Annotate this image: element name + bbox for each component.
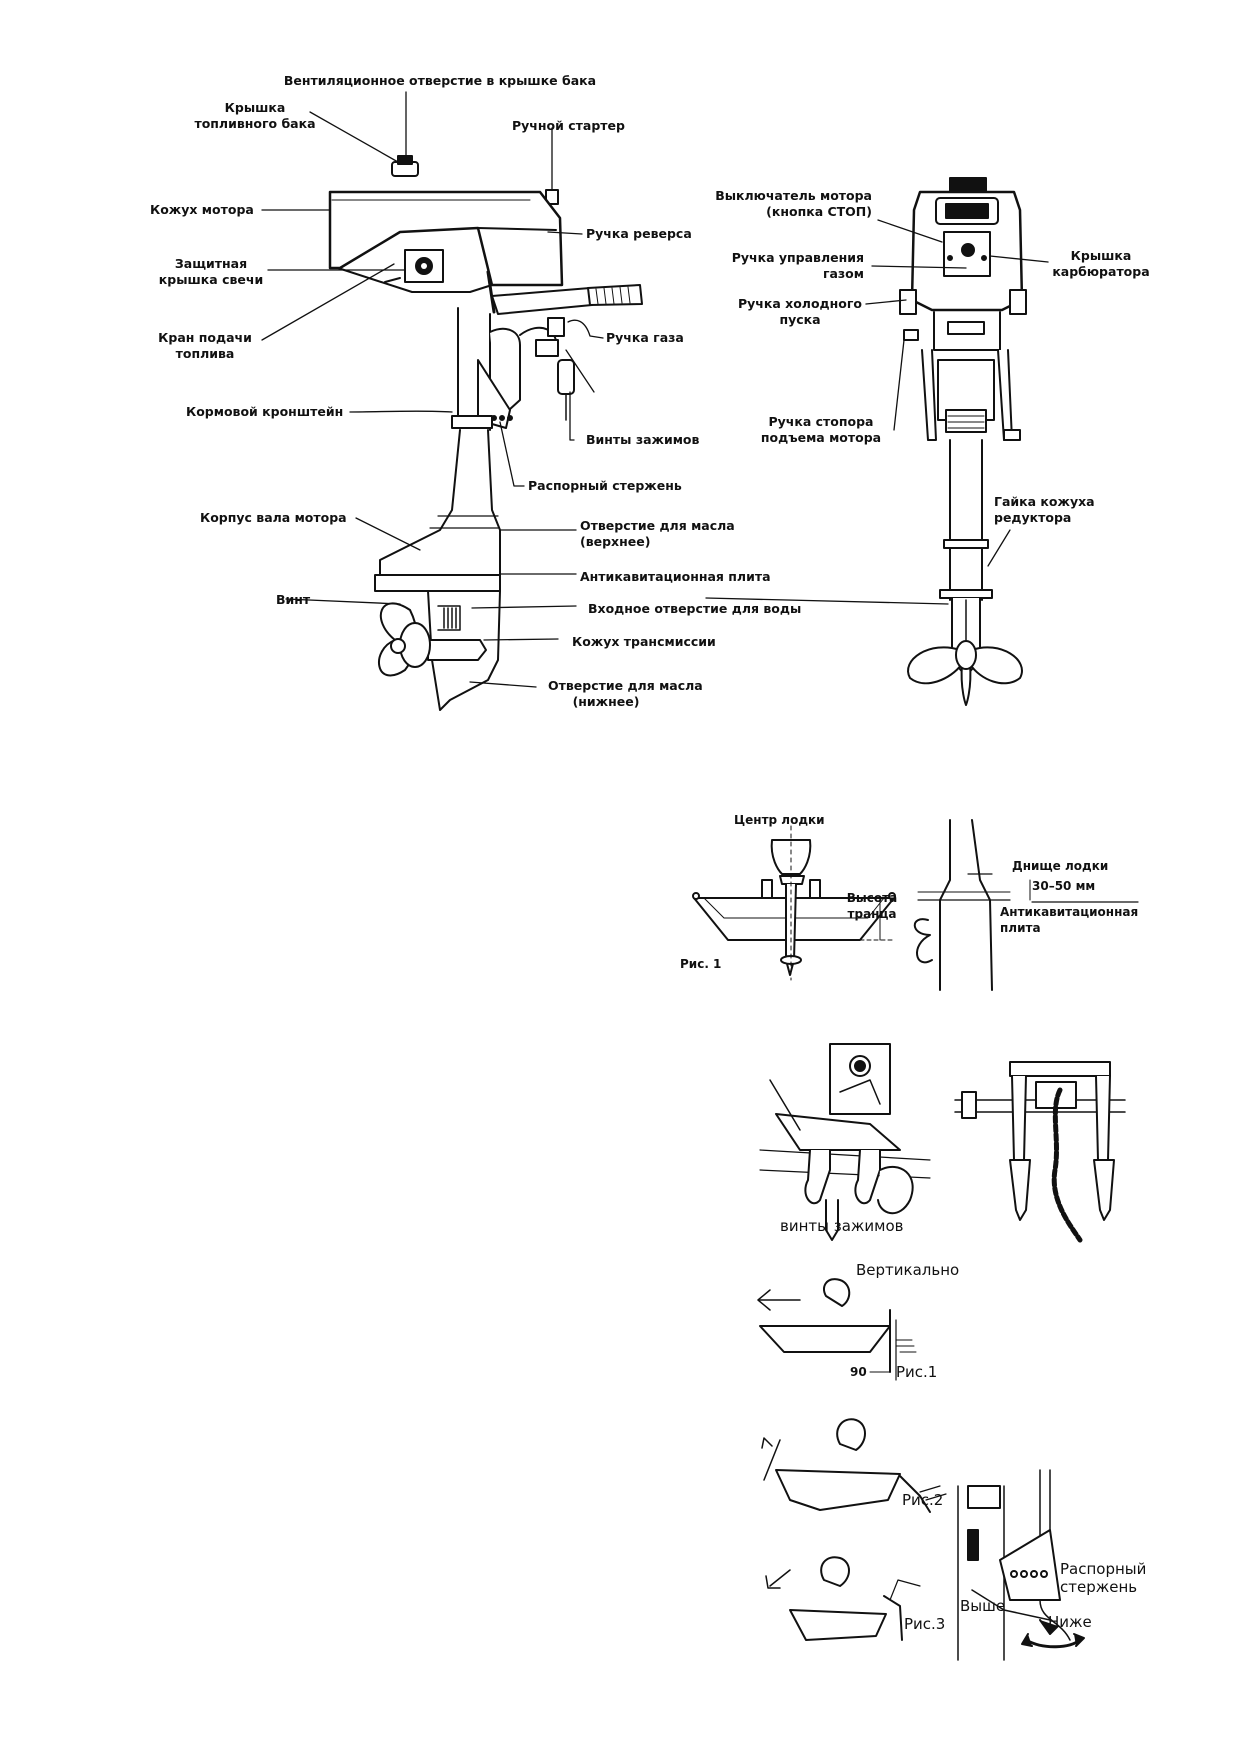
clamp-figure-caption: винты зажимов [780, 1217, 904, 1235]
label-line: Крышка [224, 100, 286, 115]
motor-front-view [899, 177, 1027, 706]
label-choke: Ручка холодного пуска [730, 296, 870, 328]
label-shaft-housing: Корпус вала мотора [200, 510, 347, 525]
label-thrust-rod: Распорный стержень [528, 478, 682, 493]
tilt-fig2-caption: Рис.2 [902, 1491, 944, 1509]
label-line: Антикавитационная [1000, 905, 1139, 919]
label-angle: 90 [850, 1365, 867, 1379]
label-line: Кран подачи [158, 330, 252, 345]
label-boat-center: Центр лодки [734, 813, 825, 827]
label-line: Защитная [174, 256, 248, 271]
tilt-fig3-caption: Рис.3 [904, 1615, 946, 1633]
label-line: стержень [1060, 1578, 1138, 1596]
label-line: топлива [175, 346, 235, 361]
label-line: Высота [846, 891, 898, 905]
label-line: транца [847, 907, 897, 921]
label-line: плита [1000, 921, 1041, 935]
label-reverse-handle: Ручка реверса [586, 226, 692, 241]
label-stop-switch: Выключатель мотора (кнопка СТОП) [702, 188, 872, 220]
label-tilt-thrust-rod: Распорный стержень [1060, 1560, 1146, 1596]
label-manual-starter: Ручной стартер [512, 118, 625, 133]
label-fuel-cap: Крышка топливного бака [190, 100, 320, 132]
label-water-intake: Входное отверстие для воды [588, 601, 802, 616]
label-throttle-grip: Ручка газа [606, 330, 684, 345]
label-clamp-screws: Винты зажимов [586, 432, 700, 447]
label-line: пуска [779, 312, 821, 327]
label-line: Отверстие для масла [548, 678, 703, 693]
label-line: Ручка холодного [738, 296, 862, 311]
label-line: Отверстие для масла [580, 518, 735, 533]
fig1-caption: Рис. 1 [680, 957, 722, 971]
label-engine-cover: Кожух мотора [150, 202, 254, 217]
tilt-fig1-caption: Рис.1 [896, 1363, 938, 1381]
label-stern-bracket: Кормовой кронштейн [186, 404, 344, 419]
label-boat-bottom: Днище лодки [1012, 859, 1109, 873]
label-line: (верхнее) [580, 534, 651, 549]
label-line: топливного бака [194, 116, 316, 131]
label-line: газом [822, 266, 864, 281]
label-gear-nut: Гайка кожуха редуктора [994, 494, 1095, 526]
label-line: (кнопка СТОП) [766, 204, 872, 219]
label-line: крышка свечи [158, 272, 264, 287]
label-lower: Ниже [1048, 1613, 1092, 1631]
label-tank-vent: Вентиляционное отверстие в крышке бака [283, 73, 597, 88]
label-line: редуктора [994, 510, 1072, 525]
label-line: Крышка [1070, 248, 1132, 263]
label-plug-cover: Защитная крышка свечи [150, 256, 272, 288]
label-line: Распорный [1060, 1560, 1147, 1578]
clamp-screws-figure [759, 1043, 1126, 1243]
label-tilt-lock: Ручка стопора подъема мотора [756, 414, 886, 446]
leader-lines-front [705, 219, 1049, 605]
label-fuel-valve: Кран подачи топлива [150, 330, 260, 362]
label-gear-case: Кожух трансмиссии [572, 634, 716, 649]
motor-side-view [328, 155, 643, 711]
label-higher: Выше [960, 1597, 1006, 1615]
label-oil-upper: Отверстие для масла (верхнее) [580, 518, 735, 550]
label-line: Гайка кожуха [994, 494, 1095, 509]
label-fig1-plate: Антикавитационная плита [1000, 904, 1138, 936]
label-throttle-control: Ручка управления газом [702, 250, 864, 282]
label-line: Ручка управления [731, 250, 864, 265]
label-line: подъема мотора [760, 430, 882, 445]
label-line: (нижнее) [572, 694, 640, 709]
fig1-transom [692, 819, 1139, 991]
label-vertical: Вертикально [856, 1261, 960, 1279]
label-carb-cover: Крышка карбюратора [1046, 248, 1156, 280]
label-depth: 30–50 мм [1032, 879, 1096, 893]
tilt-position-figures [757, 1278, 1085, 1661]
label-propeller: Винт [276, 592, 311, 607]
leader-lines-main [261, 91, 604, 688]
label-anticavitation-plate: Антикавитационная плита [580, 569, 771, 584]
label-oil-lower: Отверстие для масла (нижнее) [548, 678, 703, 710]
label-transom-height: Высота транца [844, 890, 900, 922]
label-line: Выключатель мотора [715, 188, 872, 203]
label-line: Ручка стопора [768, 414, 874, 429]
label-line: карбюратора [1052, 264, 1150, 279]
